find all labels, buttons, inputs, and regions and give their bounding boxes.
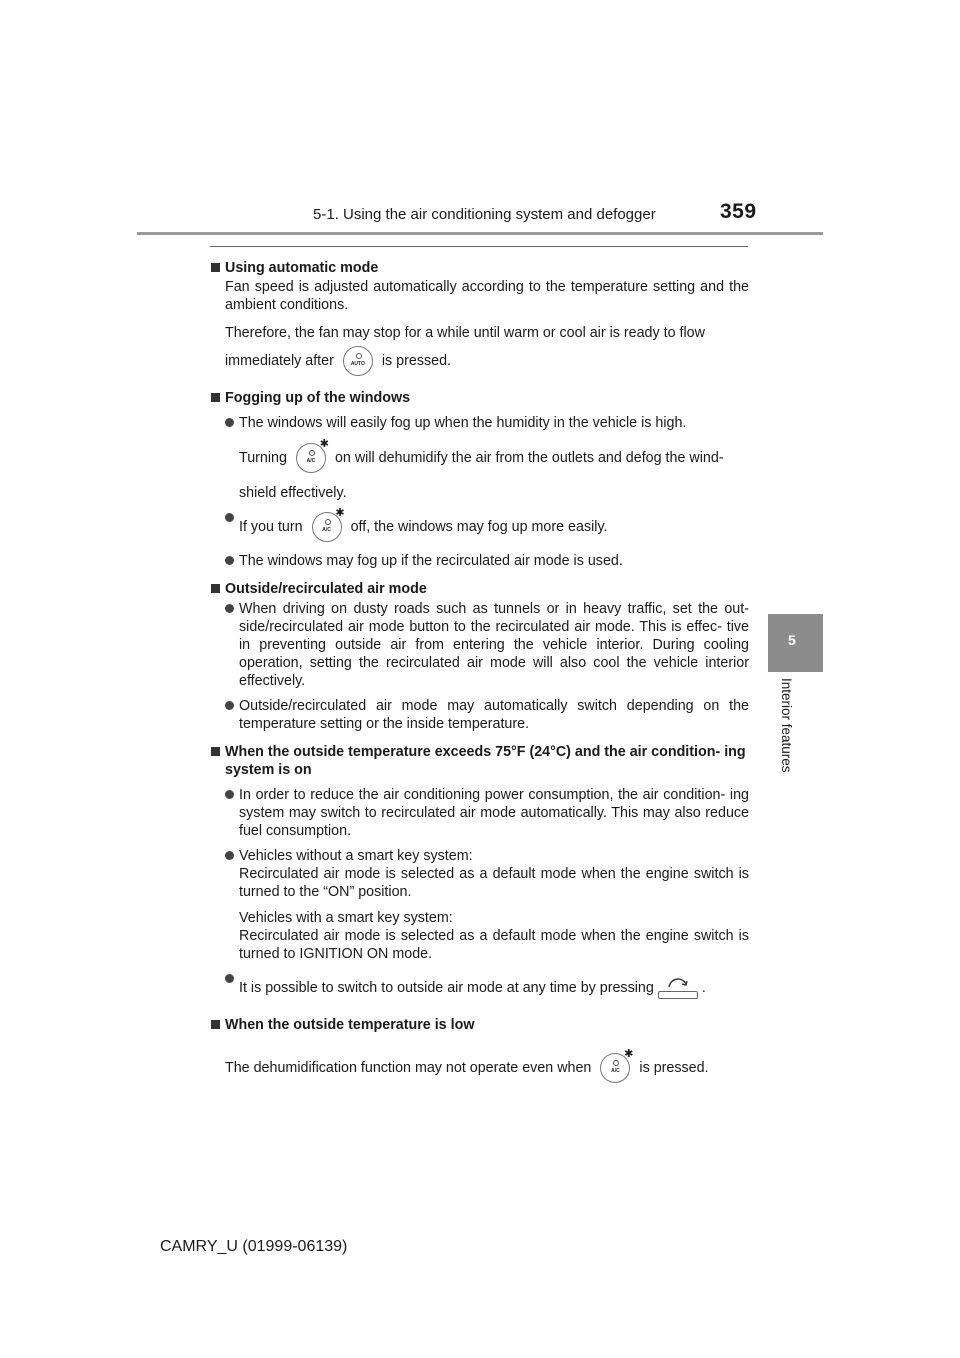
list-item: Outside/recirculated air mode may automa… — [211, 697, 749, 733]
manual-content: Using automatic mode Fan speed is adjust… — [211, 259, 749, 1086]
indicator-light-icon — [324, 519, 331, 526]
heading-automatic-mode: Using automatic mode — [211, 259, 749, 277]
chapter-label: Interior features — [779, 678, 798, 788]
heading-outside-recirculated: Outside/recirculated air mode — [211, 580, 749, 598]
text-line: Vehicles with a smart key system: — [239, 910, 453, 926]
text-run: on will dehumidify the air from the outl… — [334, 450, 724, 466]
text-run: immediately after — [225, 353, 334, 369]
model-code: CAMRY_U (01999-06139) — [160, 1238, 348, 1255]
chapter-label-text: Interior features — [779, 678, 794, 773]
paragraph: Therefore, the fan may stop for a while … — [225, 325, 705, 341]
text-run: Turning — [239, 450, 287, 466]
recirculation-arrow-icon — [668, 978, 688, 988]
list-item: Vehicles without a smart key system: Rec… — [211, 847, 749, 963]
list-item: When driving on dusty roads such as tunn… — [211, 600, 749, 690]
text-line: Recirculated air mode is selected as a d… — [239, 928, 749, 962]
text-line: shield effectively. — [239, 485, 347, 501]
section-title: 5-1. Using the air conditioning system a… — [313, 206, 656, 223]
text-line: Vehicles without a smart key system: — [239, 848, 473, 864]
text-run: is pressed. — [639, 1060, 709, 1076]
text-run: . — [701, 980, 706, 996]
equipment-mark-icon: ✱ — [335, 507, 345, 520]
indicator-light-icon — [613, 1060, 620, 1067]
list-item: In order to reduce the air conditioning … — [211, 786, 749, 840]
list-item: The windows may fog up if the recirculat… — [211, 552, 749, 570]
chapter-tab[interactable] — [768, 614, 823, 672]
list-item: The windows will easily fog up when the … — [211, 414, 749, 502]
indicator-light-icon — [308, 450, 315, 457]
ac-button-icon: A/C ✱ — [600, 1049, 633, 1084]
paragraph: The dehumidification function may not op… — [211, 1049, 749, 1086]
page-number: 359 — [720, 200, 757, 223]
text-run: is pressed. — [381, 353, 451, 369]
equipment-mark-icon: ✱ — [319, 438, 329, 451]
text-run: The windows will easily fog up when the … — [239, 415, 687, 431]
list-item: It is possible to switch to outside air … — [211, 970, 749, 1006]
text-run: off, the windows may fog up more easily. — [350, 519, 608, 535]
heading-outside-temp-low: When the outside temperature is low — [211, 1016, 749, 1034]
equipment-mark-icon: ✱ — [624, 1048, 634, 1061]
text-run: The dehumidification function may not op… — [225, 1060, 592, 1076]
ac-button-icon: A/C ✱ — [311, 508, 345, 543]
auto-button-icon: AUTO — [342, 346, 373, 377]
text-run: It is possible to switch to outside air … — [239, 980, 654, 996]
ac-button-icon: A/C✱ — [295, 439, 329, 474]
ac-icon-label: A/C — [322, 527, 331, 534]
recirculated-air-button-icon — [657, 975, 698, 1001]
text-line: Recirculated air mode is selected as a d… — [239, 866, 749, 900]
ac-icon-label: A/C — [306, 458, 316, 465]
content-divider — [210, 246, 748, 247]
heading-outside-temp-high: When the outside temperature exceeds 75°… — [211, 743, 749, 779]
ac-icon-label: A/C — [611, 1068, 620, 1075]
paragraph: Fan speed is adjusted automatically acco… — [225, 279, 749, 313]
chapter-number: 5 — [788, 632, 796, 648]
indicator-light-icon — [355, 353, 362, 360]
button-body — [657, 991, 698, 1000]
text-run: If you turn — [239, 519, 303, 535]
heading-fogging-windows: Fogging up of the windows — [211, 389, 749, 407]
header-divider — [137, 232, 823, 235]
auto-icon-label: AUTO — [350, 361, 365, 368]
